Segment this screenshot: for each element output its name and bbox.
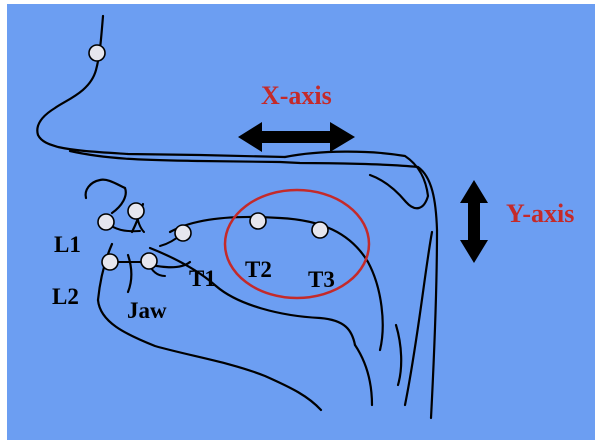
marker-t3 bbox=[311, 221, 329, 239]
marker-t2 bbox=[249, 212, 267, 230]
upper-lip-inner bbox=[110, 186, 127, 215]
larynx-line bbox=[394, 323, 403, 387]
marker-l1 bbox=[97, 213, 115, 231]
tongue-highlight-ellipse bbox=[223, 188, 371, 300]
lower-teeth bbox=[126, 253, 133, 294]
x-axis-label: X-axis bbox=[261, 81, 332, 110]
upper-lip bbox=[84, 178, 127, 200]
y-axis-label: Y-axis bbox=[506, 199, 574, 228]
marker-jaw bbox=[140, 252, 158, 270]
velum-line bbox=[283, 150, 430, 210]
x-axis-arrow-icon bbox=[238, 122, 355, 152]
chin-line bbox=[96, 298, 323, 412]
lower-lip-outline bbox=[96, 242, 114, 302]
marker-nose bbox=[88, 44, 106, 62]
marker-l2 bbox=[101, 253, 119, 271]
label-t1: T1 bbox=[189, 266, 216, 291]
label-jaw: Jaw bbox=[127, 298, 167, 323]
pharynx-wall bbox=[403, 230, 434, 407]
y-axis-arrow-icon bbox=[460, 180, 488, 263]
label-l1: L1 bbox=[54, 232, 81, 257]
label-l2: L2 bbox=[52, 284, 79, 309]
face-profile-line bbox=[36, 14, 287, 159]
tongue-lower-surface bbox=[148, 246, 357, 347]
epiglottis-line bbox=[353, 343, 374, 407]
marker-t1 bbox=[174, 224, 192, 242]
sensor-markers bbox=[88, 44, 329, 271]
label-t3: T3 bbox=[308, 267, 335, 292]
label-t2: T2 bbox=[245, 257, 272, 282]
marker-upper-lip bbox=[127, 202, 145, 220]
